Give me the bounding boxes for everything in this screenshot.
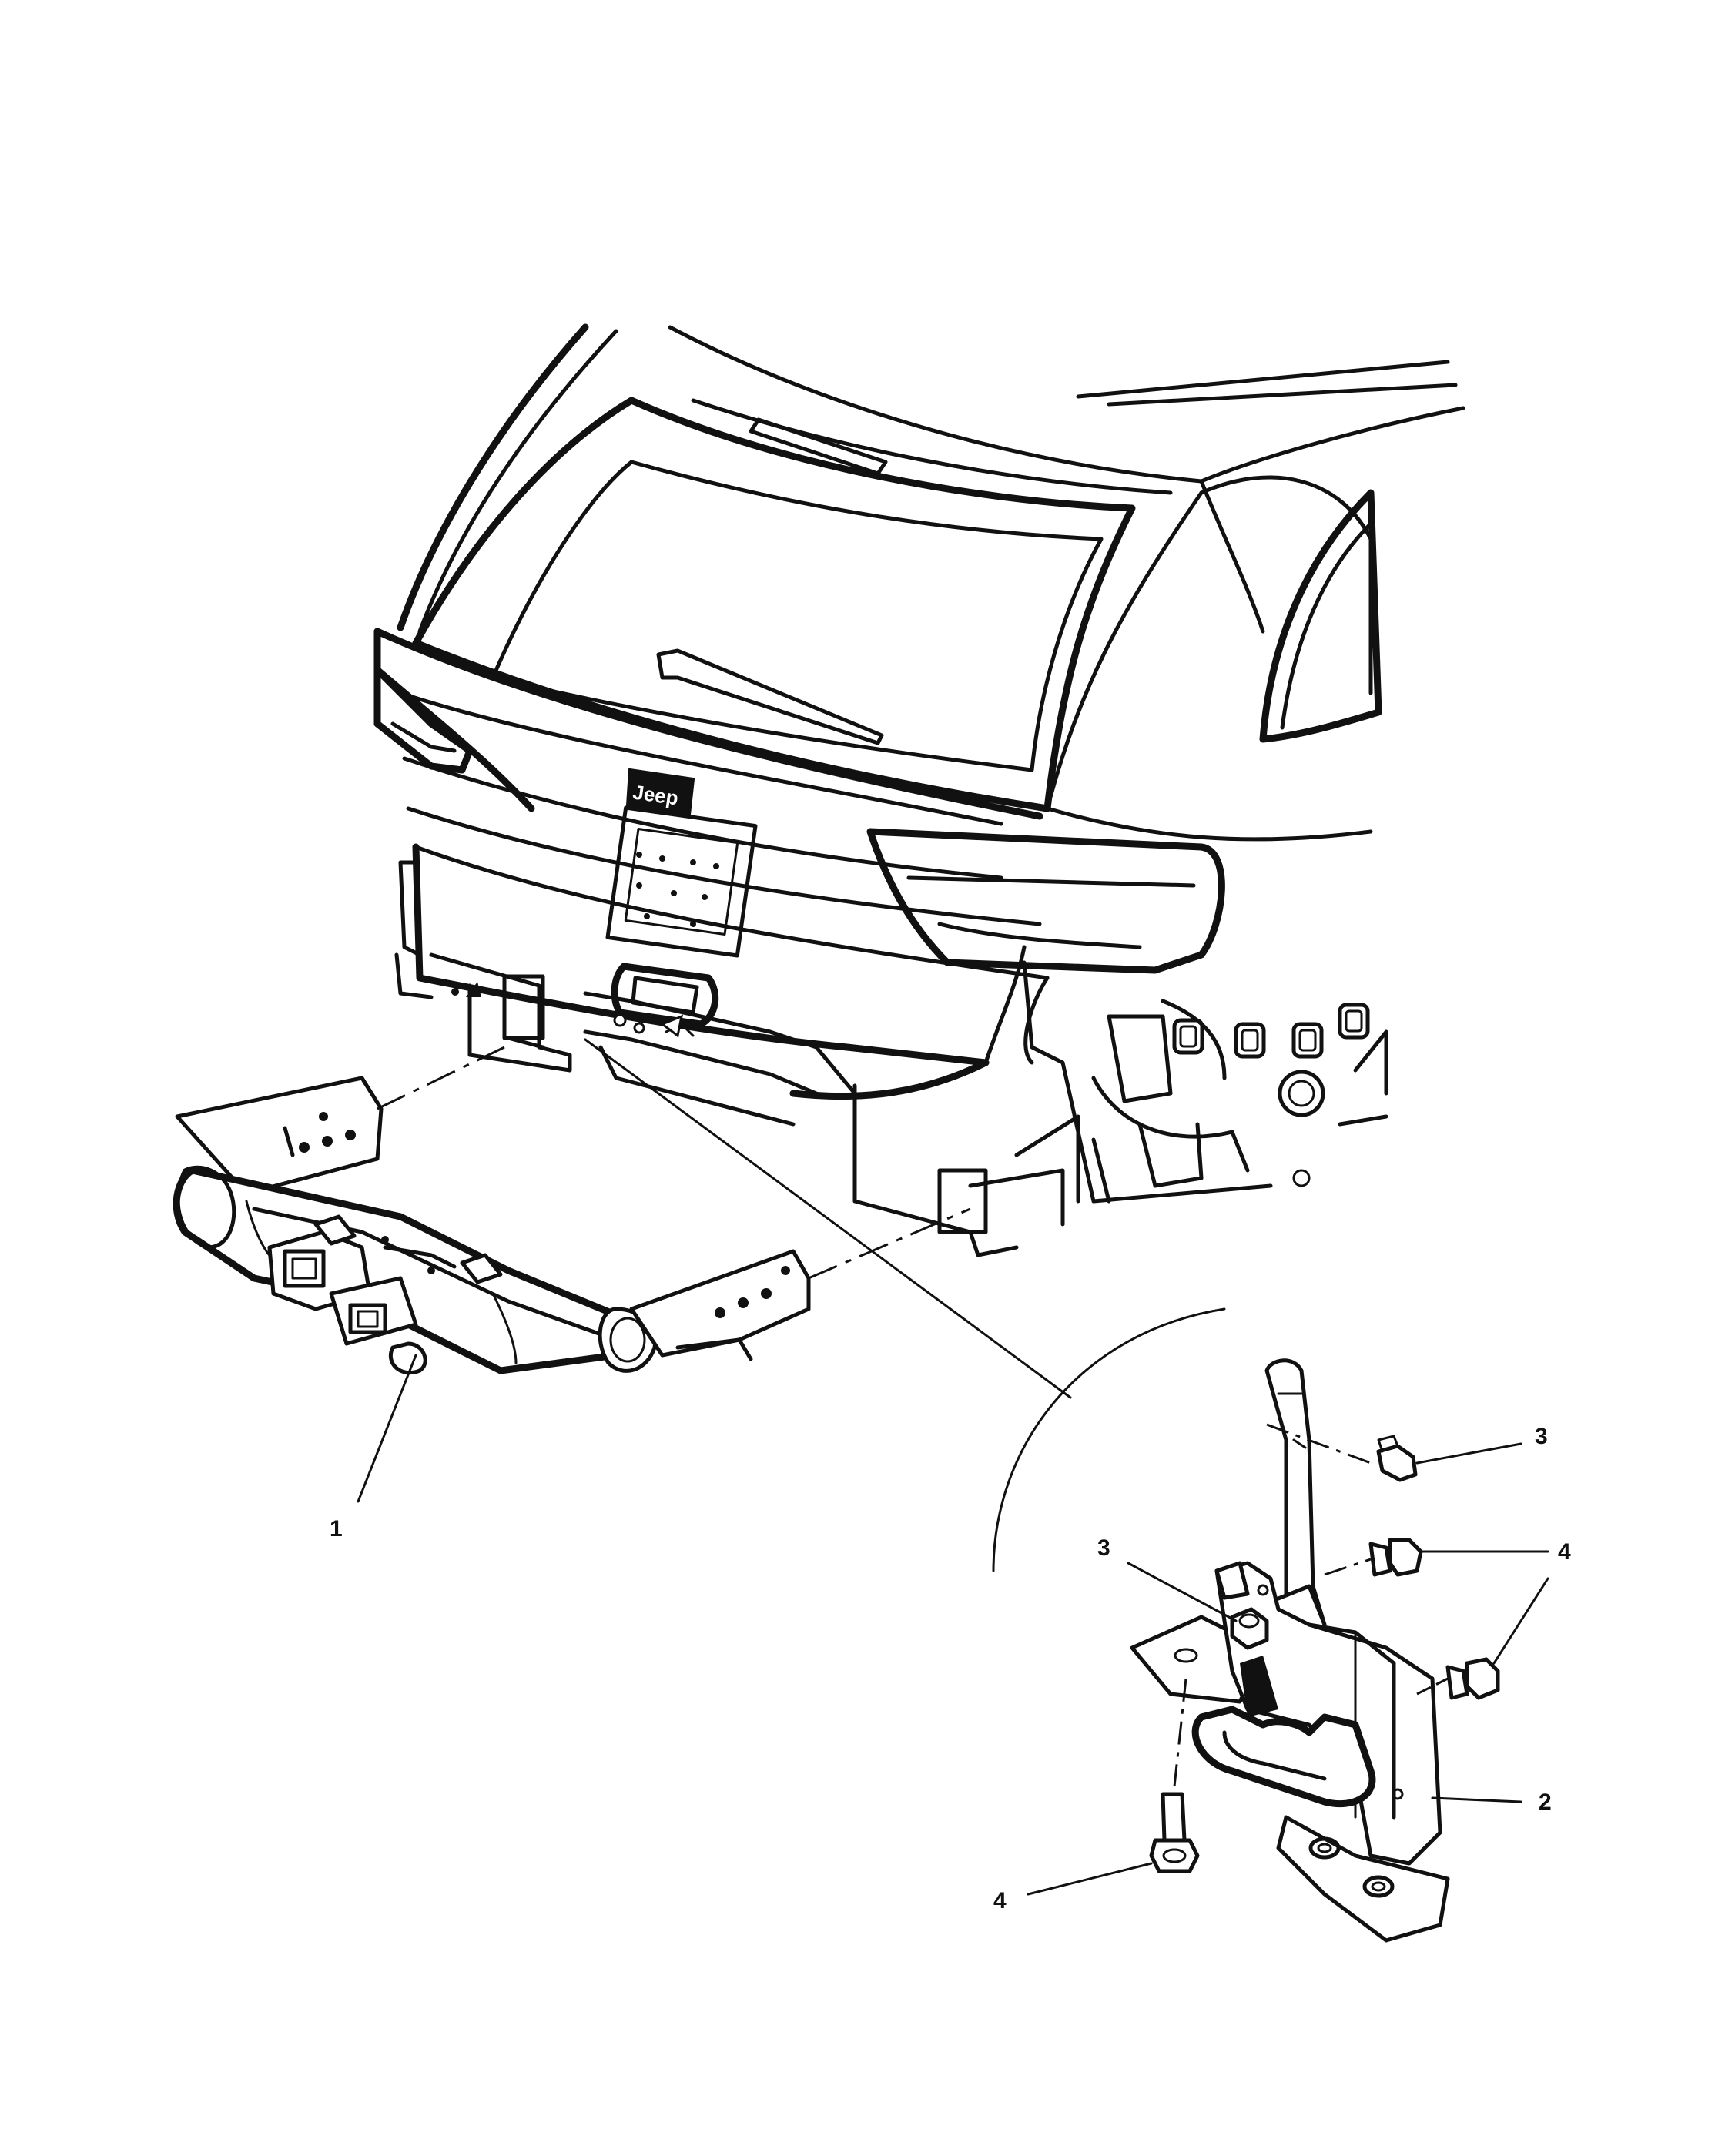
callout-leader-2	[1431, 1796, 1522, 1803]
callout-leader-3-lower	[1127, 1562, 1238, 1622]
bracket-detail-part-2	[1130, 1358, 1450, 1943]
callout-leader-4-right	[1492, 1577, 1549, 1665]
callout-4-right	[1492, 1577, 1549, 1665]
bolt-part-4-upper	[1324, 1538, 1423, 1577]
bolt-part-3-lower	[1230, 1607, 1269, 1650]
callout-label-3-lower: 3	[1097, 1535, 1110, 1561]
callout-4-upper: 4	[1419, 1539, 1571, 1565]
callout-4-lower: 4	[993, 1862, 1153, 1913]
callout-label-1: 1	[330, 1516, 343, 1542]
plate-holes	[636, 852, 719, 927]
hitch-alignment-lines	[377, 1046, 971, 1280]
detail-view-arc	[992, 1307, 1226, 1572]
callout-leader-4-lower	[1027, 1862, 1153, 1896]
callout-label-3-upper: 3	[1535, 1424, 1548, 1449]
vehicle-rear: Jeep	[373, 323, 1465, 1257]
callout-1: 1	[330, 1354, 417, 1542]
bolt-part-4-right	[1416, 1657, 1500, 1700]
callout-label-4-lower: 4	[993, 1888, 1007, 1913]
callout-label-2: 2	[1539, 1789, 1552, 1815]
hitch-receiver-part-1	[172, 1076, 811, 1375]
callout-3-upper: 3	[1415, 1424, 1548, 1465]
bolt-part-4-lower	[1149, 1678, 1200, 1873]
callout-leader-3-upper	[1415, 1442, 1522, 1465]
callout-label-4-upper: 4	[1558, 1539, 1571, 1565]
bolt-part-3-upper	[1266, 1423, 1418, 1482]
jeep-badge: Jeep	[625, 768, 695, 817]
callout-2: 2	[1431, 1789, 1552, 1815]
callout-3-lower: 3	[1097, 1535, 1238, 1622]
detail-leader-line	[584, 1038, 1072, 1399]
callout-leader-1	[357, 1354, 417, 1503]
